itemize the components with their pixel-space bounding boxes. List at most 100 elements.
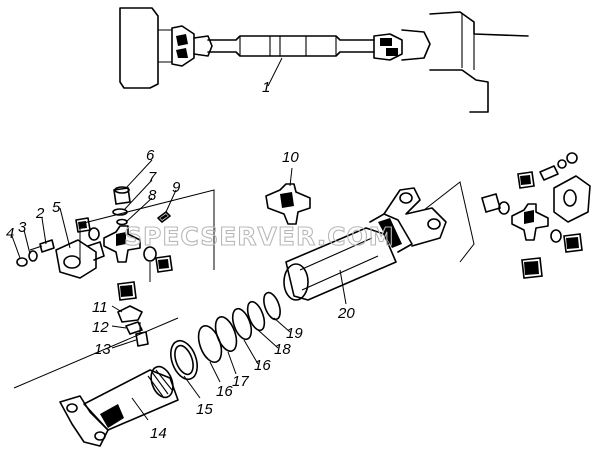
washer-3 bbox=[28, 250, 38, 262]
bolt-2-shank bbox=[29, 245, 43, 251]
leader-7 bbox=[123, 179, 153, 211]
leader-4 bbox=[11, 235, 21, 259]
ring-15 bbox=[170, 339, 198, 381]
cross-spider-center-shade bbox=[280, 192, 294, 208]
grease-fitting-9 bbox=[157, 211, 171, 223]
right-universal-joint bbox=[373, 33, 403, 61]
cross-spider-right bbox=[511, 203, 549, 241]
leader-5 bbox=[59, 207, 71, 249]
shaft-yoke bbox=[59, 395, 109, 447]
bearing-cup-right-left bbox=[481, 193, 501, 213]
cross-spider-left bbox=[103, 225, 141, 263]
seal-right-right bbox=[550, 229, 562, 243]
bearing-cup-6 bbox=[113, 187, 131, 205]
flange-yoke-ear bbox=[87, 241, 105, 261]
callout-11: 11 bbox=[92, 299, 108, 316]
callout-4: 4 bbox=[6, 225, 14, 242]
callout-16b: 16 bbox=[254, 357, 271, 374]
leader-6 bbox=[125, 159, 153, 189]
flange-yoke-bore bbox=[63, 255, 81, 269]
callout-7: 7 bbox=[148, 169, 157, 186]
rear-axle-lines bbox=[461, 14, 475, 70]
nut-4 bbox=[16, 257, 28, 267]
leader-14 bbox=[131, 397, 149, 421]
leader-12 bbox=[111, 325, 127, 329]
bolt-13 bbox=[135, 331, 149, 347]
callout-8: 8 bbox=[148, 187, 157, 204]
slip-yoke-shade bbox=[378, 218, 402, 248]
callout-9: 9 bbox=[172, 179, 181, 196]
slip-sleeve bbox=[285, 227, 397, 301]
bearing-cup-right-top-fill bbox=[520, 175, 531, 185]
callout-18: 18 bbox=[274, 341, 291, 358]
exploded-guide-lines bbox=[13, 181, 475, 389]
seal-right-left bbox=[498, 201, 510, 215]
callout-10: 10 bbox=[282, 149, 299, 166]
bearing-cup-6-top bbox=[114, 186, 130, 194]
leader-17 bbox=[227, 351, 237, 375]
left-joint-shading bbox=[176, 34, 188, 58]
ring-19 bbox=[263, 291, 281, 321]
left-cross-assembly bbox=[103, 186, 173, 347]
lock-plate-12 bbox=[125, 321, 143, 335]
grease-fitting-9-fill bbox=[160, 214, 168, 220]
leader-8 bbox=[125, 197, 153, 223]
callout-19: 19 bbox=[286, 325, 303, 342]
shaft-spline-end bbox=[150, 365, 174, 399]
shaft-yoke-hole-b bbox=[94, 431, 106, 441]
callout-16a: 16 bbox=[216, 383, 233, 400]
seal-ring-right bbox=[143, 246, 157, 262]
flange-right bbox=[553, 175, 591, 223]
leader-11 bbox=[111, 305, 123, 313]
ring-15-inner bbox=[174, 344, 194, 376]
callout-13: 13 bbox=[94, 341, 111, 358]
cross-spider-right-shade bbox=[524, 210, 534, 224]
ring-16a bbox=[197, 325, 223, 363]
leader-20 bbox=[339, 269, 347, 305]
callout-3: 3 bbox=[18, 219, 27, 236]
leader-18 bbox=[257, 329, 279, 349]
shaft-tube-bottom bbox=[207, 51, 375, 57]
leader-16b bbox=[243, 339, 259, 365]
shaft-yoke-shade bbox=[100, 404, 124, 428]
right-joint-shading bbox=[380, 38, 398, 56]
leader-2 bbox=[41, 217, 47, 245]
slip-sleeve-lines bbox=[299, 237, 379, 291]
slip-yoke-collar bbox=[369, 213, 413, 253]
slip-yoke-hole-bottom bbox=[427, 218, 441, 230]
seal-ring-upper bbox=[88, 227, 100, 241]
callout-6: 6 bbox=[146, 147, 155, 164]
shaft-tube-bands bbox=[239, 36, 337, 56]
leader-3 bbox=[23, 229, 31, 255]
seal-rings bbox=[170, 291, 281, 381]
washer-right bbox=[557, 159, 567, 169]
cross-spider-center bbox=[265, 183, 311, 225]
gearbox-flange-lines bbox=[158, 29, 172, 63]
slip-yoke-ears bbox=[383, 187, 447, 247]
gearbox-housing bbox=[119, 7, 159, 89]
flange-right-bore bbox=[563, 189, 577, 207]
shaft-yoke-hole-a bbox=[66, 403, 78, 413]
slip-sleeve-bore bbox=[283, 263, 309, 301]
shaft-splines bbox=[147, 369, 173, 399]
bearing-cup-lower-fill bbox=[120, 285, 133, 297]
retainer-plate-11 bbox=[117, 305, 143, 323]
callout-labels: 1 2 3 4 5 6 7 8 9 10 11 12 13 14 15 16 1… bbox=[6, 79, 355, 442]
slip-yoke-hole-top bbox=[399, 192, 413, 204]
ring-8 bbox=[116, 218, 128, 226]
leader-1 bbox=[267, 57, 283, 87]
slip-yoke-20 bbox=[283, 187, 447, 301]
callout-5: 5 bbox=[52, 199, 61, 216]
leader-13 bbox=[111, 339, 137, 349]
callout-2: 2 bbox=[35, 205, 45, 222]
right-yoke bbox=[401, 29, 431, 61]
ring-18 bbox=[246, 300, 266, 332]
callout-17: 17 bbox=[232, 373, 249, 390]
cross-spider-left-shade bbox=[116, 232, 126, 246]
watermark-text: SPECSERVER.COM bbox=[124, 222, 395, 251]
shaft-assembly-view bbox=[119, 7, 529, 113]
bearing-cup-right-right-fill bbox=[566, 237, 579, 249]
right-cross-assembly bbox=[481, 152, 591, 279]
bearing-cap-upper-fill bbox=[78, 221, 87, 229]
callout-20: 20 bbox=[337, 305, 355, 322]
